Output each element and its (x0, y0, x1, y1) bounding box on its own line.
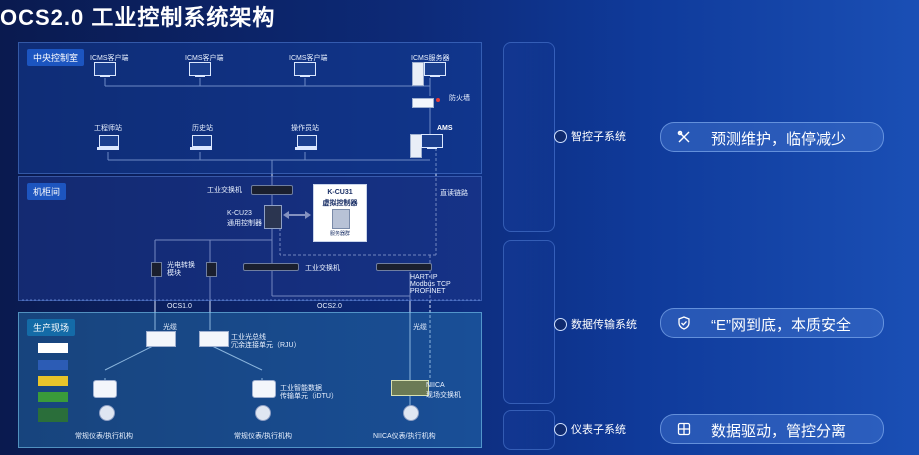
niica-switch-label-2: 现场交换机 (426, 392, 461, 399)
idtu-device-icon (252, 380, 276, 398)
kcu23-desc: 通用控制器 (227, 220, 262, 227)
rju-device-icon (199, 331, 229, 347)
firewall-alert-icon (436, 98, 440, 102)
engineering-station-label: 工程师站 (94, 125, 122, 132)
zone-label-machine: 机柜间 (27, 183, 67, 200)
instrument-label: NIICA仪表/执行机构 (373, 433, 436, 440)
kcu31-desc: 虚拟控制器 (322, 200, 358, 207)
subsystem-panel-instrument (503, 410, 555, 450)
instrument-label: 常规仪表/执行机构 (75, 433, 133, 440)
shield-check-icon (678, 316, 690, 330)
instrument-gauge-icon (403, 405, 419, 421)
zone-label-central: 中央控制室 (27, 49, 85, 66)
icms-server-label: ICMS服务器 (411, 55, 450, 62)
idtu-label: 工业智能数据 (280, 385, 322, 392)
wirelesshart-logo (38, 408, 68, 422)
instrument-gauge-icon (99, 405, 115, 421)
feature-text: 预测维护，临停减少 (711, 131, 847, 148)
fiber-label: 光缆 (413, 324, 427, 331)
ams-monitor-icon (421, 134, 443, 150)
subsystem-label-transport: 数据传输系统 (571, 319, 637, 331)
subsystem-marker (554, 423, 567, 436)
subsystem-marker (554, 130, 567, 143)
modbus-logo (38, 376, 68, 386)
foundation-fieldbus-logo (38, 360, 68, 370)
history-station-laptop-icon (190, 135, 212, 151)
icms-client-computer-icon (294, 62, 316, 78)
kcu31-virtual-controller: K-CU31 虚拟控制器 服务器群 (313, 184, 367, 242)
subsystem-label-instrument: 仪表子系统 (571, 424, 626, 436)
ocs2-label: OCS2.0 (317, 303, 342, 310)
ocs1-label: OCS1.0 (167, 303, 192, 310)
rju-label: 工业光总线 (231, 334, 266, 341)
subsystem-marker (554, 318, 567, 331)
page-title: OCS2.0 工业控制系统架构 (0, 5, 276, 30)
engineering-station-laptop-icon (97, 135, 119, 151)
optical-module-label-2: 模块 (167, 270, 181, 277)
fiber-label: 光缆 (163, 324, 177, 331)
instrument-gauge-icon (255, 405, 271, 421)
firewall-label: 防火墙 (449, 95, 470, 102)
niica-switch-label: NIICA (426, 382, 445, 389)
kcu23-controller-icon (264, 205, 282, 229)
optical-module-label: 光电转换 (167, 262, 195, 269)
kcu31-name: K-CU31 (327, 189, 353, 196)
protocol-label: HART-IP (410, 274, 438, 281)
kcu23-name: K-CU23 (227, 210, 252, 217)
industrial-switch-mid-icon (243, 263, 299, 271)
industrial-switch-icon (251, 185, 293, 195)
ams-label: AMS (437, 125, 453, 132)
profibus-logo (38, 392, 68, 402)
cabinet-room-zone: 机柜间 (18, 176, 482, 301)
operator-station-label: 操作员站 (291, 125, 319, 132)
feature-text: 数据驱动，管控分离 (711, 423, 847, 440)
optical-converter-icon (151, 262, 162, 277)
operator-station-laptop-icon (295, 135, 317, 151)
grid-box-icon (677, 422, 691, 436)
icms-client-label: ICMS客户端 (289, 55, 328, 62)
protocol-label: Modbus TCP (410, 281, 451, 288)
rju-device-icon (146, 331, 176, 347)
icms-client-label: ICMS客户端 (90, 55, 129, 62)
subsystem-label-control: 智控子系统 (571, 131, 626, 143)
protocol-label: PROFINET (410, 288, 446, 295)
tools-icon (677, 130, 690, 143)
subsystem-panel-control (503, 42, 555, 232)
firewall-icon (412, 98, 434, 108)
icms-server-monitor-icon (424, 62, 446, 78)
feature-pill-predictive-maintenance: 预测维护，临停减少 (660, 122, 884, 152)
idtu-label-2: 传输单元（iDTU） (280, 393, 338, 400)
niica-field-switch-icon (391, 380, 429, 396)
icms-client-computer-icon (189, 62, 211, 78)
history-station-label: 历史站 (192, 125, 213, 132)
subsystem-panel-transport (503, 240, 555, 404)
instrument-label: 常规仪表/执行机构 (234, 433, 292, 440)
industrial-switch-mid-label: 工业交换机 (305, 265, 340, 272)
feature-pill-data-driven: 数据驱动，管控分离 (660, 414, 884, 444)
rju-label-2: 冗余连接单元（RJU） (231, 342, 301, 349)
feature-text: “E”网到底，本质安全 (711, 317, 851, 334)
icms-server-tower-icon (412, 62, 424, 86)
optical-converter-icon (206, 262, 217, 277)
protocol-switch-icon (376, 263, 432, 271)
direct-link-label: 直读链路 (440, 190, 468, 197)
kcu31-inner-label: 服务器群 (329, 231, 350, 237)
idtu-device-icon (93, 380, 117, 398)
icms-client-computer-icon (94, 62, 116, 78)
feature-pill-e-network: “E”网到底，本质安全 (660, 308, 884, 338)
industrial-switch-label: 工业交换机 (207, 187, 242, 194)
hart-logo (38, 343, 68, 353)
zone-label-field: 生产现场 (27, 319, 76, 336)
icms-client-label: ICMS客户端 (185, 55, 224, 62)
server-cluster-icon (332, 209, 350, 229)
